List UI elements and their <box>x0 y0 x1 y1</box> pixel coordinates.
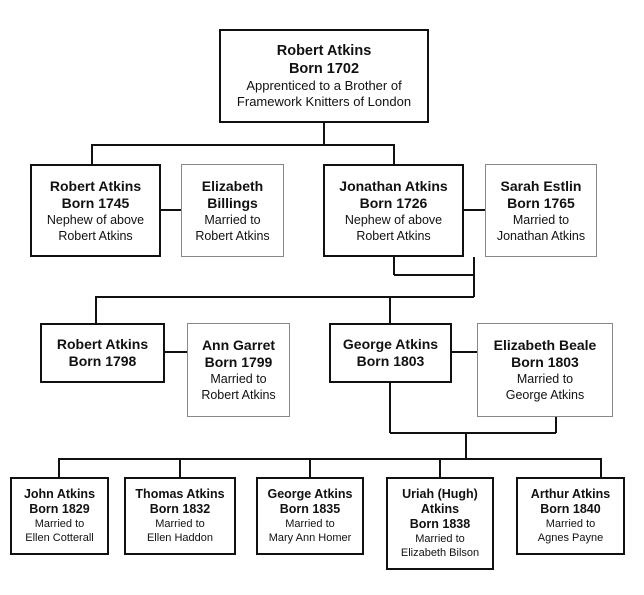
person-name: Uriah (Hugh) <box>402 487 478 501</box>
person-note: Married to <box>285 518 335 530</box>
person-note: Mary Ann Homer <box>268 532 352 544</box>
person-note: Married to <box>516 372 574 386</box>
person-born: Born 1838 <box>409 517 471 531</box>
person-box-george-atkins-1803: George Atkins Born 1803 <box>329 323 452 383</box>
person-name: Elizabeth Beale <box>493 337 597 353</box>
person-note: Robert Atkins <box>195 228 270 243</box>
person-note: Married to <box>415 533 465 545</box>
person-note: Nephew of above <box>46 212 145 227</box>
person-born: Born 1803 <box>511 354 579 370</box>
person-box-uriah-atkins: Uriah (Hugh) Atkins Born 1838 Married to… <box>386 477 494 570</box>
person-box-george-atkins-1835: George Atkins Born 1835 Married to Mary … <box>256 477 364 555</box>
person-name: Ann Garret <box>201 337 276 353</box>
person-born: Born 1799 <box>204 354 273 370</box>
person-box-robert-atkins-1745: Robert Atkins Born 1745 Nephew of above … <box>30 164 161 257</box>
person-born: Born 1726 <box>359 194 428 211</box>
person-name: Robert Atkins <box>49 177 142 194</box>
person-born: Born 1745 <box>61 194 130 211</box>
person-box-ann-garret: Ann Garret Born 1799 Married to Robert A… <box>187 323 290 417</box>
person-born: Born 1803 <box>356 353 425 369</box>
person-name: George Atkins <box>267 487 353 501</box>
person-box-arthur-atkins: Arthur Atkins Born 1840 Married to Agnes… <box>516 477 625 555</box>
person-note: Married to <box>210 372 267 386</box>
person-name: Elizabeth <box>201 177 264 194</box>
person-note: Robert Atkins <box>58 228 133 243</box>
person-note: Apprenticed to a Brother of <box>246 78 402 93</box>
person-box-elizabeth-billings: Elizabeth Billings Married to Robert Atk… <box>181 164 284 257</box>
person-note: Elizabeth Bilson <box>400 547 480 559</box>
person-name: Robert Atkins <box>56 336 149 352</box>
person-box-sarah-estlin: Sarah Estlin Born 1765 Married to Jonath… <box>485 164 597 257</box>
person-name: Billings <box>207 194 258 211</box>
person-born: Born 1702 <box>288 61 360 77</box>
person-note: Nephew of above <box>344 212 443 227</box>
person-name: Arthur Atkins <box>530 487 611 501</box>
person-name: Sarah Estlin <box>500 177 582 194</box>
person-box-elizabeth-beale: Elizabeth Beale Born 1803 Married to Geo… <box>477 323 613 417</box>
person-born: Born 1840 <box>540 502 601 516</box>
person-note: Robert Atkins <box>356 228 431 243</box>
person-name: Jonathan Atkins <box>339 177 448 194</box>
person-name: Robert Atkins <box>276 43 372 59</box>
person-note: Married to <box>512 212 570 227</box>
person-note: Married to <box>204 212 261 227</box>
person-box-robert-atkins-1798: Robert Atkins Born 1798 <box>40 323 165 383</box>
person-name: George Atkins <box>342 336 439 352</box>
person-note: Married to <box>545 518 596 530</box>
person-note: Jonathan Atkins <box>496 228 586 243</box>
person-note: George Atkins <box>505 388 585 402</box>
person-note: Robert Atkins <box>201 388 276 402</box>
person-note: Married to <box>155 518 205 530</box>
person-born: Born 1829 <box>29 502 90 516</box>
person-box-john-atkins: John Atkins Born 1829 Married to Ellen C… <box>10 477 109 555</box>
person-box-root: Robert Atkins Born 1702 Apprenticed to a… <box>219 29 429 123</box>
person-born: Born 1835 <box>279 502 341 516</box>
person-box-jonathan-atkins: Jonathan Atkins Born 1726 Nephew of abov… <box>323 164 464 257</box>
person-name: Thomas Atkins <box>135 487 225 501</box>
person-note: Ellen Cotterall <box>25 532 94 544</box>
person-note: Married to <box>34 518 85 530</box>
person-name: John Atkins <box>23 487 96 501</box>
person-born: Born 1832 <box>149 502 211 516</box>
person-note: Framework Knitters of London <box>236 94 412 109</box>
person-name: Atkins <box>420 502 460 516</box>
person-note: Agnes Payne <box>537 532 604 544</box>
person-note: Ellen Haddon <box>146 532 214 544</box>
person-born: Born 1765 <box>507 194 575 211</box>
person-box-thomas-atkins: Thomas Atkins Born 1832 Married to Ellen… <box>124 477 236 555</box>
person-born: Born 1798 <box>68 353 137 369</box>
